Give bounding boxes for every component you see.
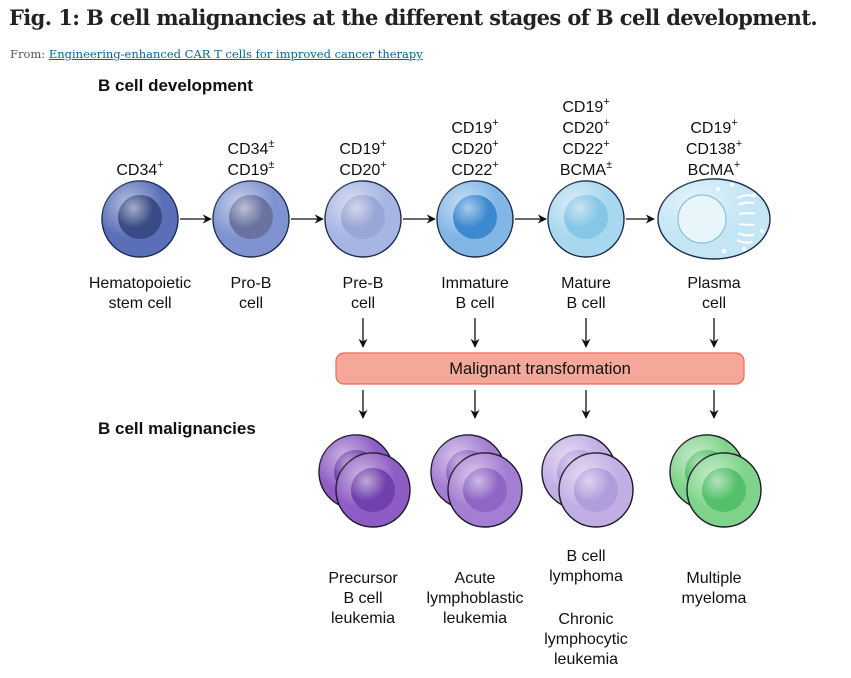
marker-sign: + bbox=[492, 117, 498, 129]
stage-6: CD19+CD138+BCMA+ Plasma cell bbox=[657, 117, 771, 312]
er-stripe bbox=[736, 194, 753, 199]
stage-marker: CD22+ bbox=[562, 138, 609, 158]
stage-marker: CD34± bbox=[228, 138, 275, 158]
nucleus-highlight bbox=[564, 195, 608, 239]
stage-name-line: cell bbox=[239, 295, 263, 312]
malignancy-name-line: lymphocytic bbox=[544, 631, 628, 648]
stage-name-line: Plasma bbox=[687, 275, 740, 292]
stage-name-line: Mature bbox=[561, 275, 611, 292]
stage-marker: CD19+ bbox=[562, 96, 609, 116]
malignancy-4: Multiple myeloma bbox=[669, 434, 762, 607]
marker-sign: ± bbox=[268, 138, 274, 150]
marker-sign: + bbox=[736, 138, 742, 150]
source-line: From: Engineering-enhanced CAR T cells f… bbox=[10, 47, 423, 61]
marker-sign: + bbox=[492, 159, 498, 171]
marker-sign: ± bbox=[268, 159, 274, 171]
nucleus-highlight bbox=[341, 195, 385, 239]
from-label: From: bbox=[10, 47, 46, 61]
nucleus-highlight bbox=[463, 468, 507, 512]
malignancy-cells: Precursor B cell leukemia Acute lymphoblasti… bbox=[318, 434, 762, 668]
stage-2: CD34±CD19± Pro-B cell bbox=[212, 138, 290, 312]
marker-sign: + bbox=[380, 138, 386, 150]
marker-sign: + bbox=[380, 159, 386, 171]
malignant-transformation-label: Malignant transformation bbox=[449, 360, 631, 378]
nucleus-highlight bbox=[229, 195, 273, 239]
er-stripe bbox=[738, 201, 755, 206]
stage-4: CD19+CD20+CD22+ Immature B cell bbox=[436, 117, 514, 312]
stage-marker: CD19+ bbox=[339, 138, 386, 158]
nucleus-highlight bbox=[118, 195, 162, 239]
malignancy-name-line: leukemia bbox=[331, 610, 395, 627]
stage-marker: CD20+ bbox=[451, 138, 498, 158]
malignancy-name-line: leukemia bbox=[443, 610, 507, 627]
marker-sign: + bbox=[734, 159, 740, 171]
stage-marker: BCMA+ bbox=[688, 159, 741, 179]
stage-name-line: Hematopoietic bbox=[89, 275, 191, 292]
malignancy-name-line: myeloma bbox=[682, 590, 747, 607]
marker-sign: + bbox=[603, 117, 609, 129]
stage-name-line: Pro-B bbox=[231, 275, 272, 292]
stage-marker: CD19± bbox=[228, 159, 275, 179]
er-stripe bbox=[738, 232, 755, 237]
malignancy-name-line: lymphoblastic bbox=[427, 590, 524, 607]
malignancy-2: Acute lymphoblastic leukemia bbox=[427, 434, 524, 627]
stage-marker: CD34+ bbox=[116, 159, 163, 179]
er-stripe bbox=[736, 239, 753, 244]
stage-name-line: stem cell bbox=[108, 295, 171, 312]
marker-sign: + bbox=[603, 96, 609, 108]
stage-marker: CD19+ bbox=[690, 117, 737, 137]
stage-name-line: Immature bbox=[441, 275, 509, 292]
marker-sign: + bbox=[492, 138, 498, 150]
nucleus-highlight bbox=[574, 468, 618, 512]
stage-3: CD19+CD20+ Pre-B cell bbox=[324, 138, 402, 312]
nucleus-highlight bbox=[702, 468, 746, 512]
vesicle bbox=[751, 192, 757, 198]
stage-name-line: B cell bbox=[566, 295, 605, 312]
source-article-link[interactable]: Engineering-enhanced CAR T cells for imp… bbox=[48, 47, 423, 61]
stage-marker: CD20+ bbox=[562, 117, 609, 137]
stage-marker: CD20+ bbox=[339, 159, 386, 179]
malignancy-name-line: B cell bbox=[566, 548, 605, 565]
er-stripe bbox=[738, 212, 755, 215]
section-title-malignancies: B cell malignancies bbox=[98, 419, 256, 438]
stage-marker: CD138+ bbox=[686, 138, 742, 158]
vesicle bbox=[729, 182, 735, 188]
malignancy-name-line: Precursor bbox=[328, 570, 398, 587]
malignancy-name-line: B cell bbox=[343, 590, 382, 607]
malignancy-name-line: Multiple bbox=[686, 570, 741, 587]
marker-sign: ± bbox=[606, 159, 612, 171]
vesicle bbox=[759, 228, 765, 234]
vesicle bbox=[721, 248, 727, 254]
malignant-transformation-box bbox=[335, 352, 745, 385]
stage-5: CD19+CD20+CD22+BCMA± Mature B cell bbox=[547, 96, 625, 312]
cell-nucleus bbox=[677, 194, 727, 244]
nucleus-highlight bbox=[453, 195, 497, 239]
development-stages: CD34+ Hematopoietic stem cell CD34±CD19± Pro… bbox=[89, 96, 771, 312]
stage-marker: BCMA± bbox=[560, 159, 612, 179]
stage-marker: CD19+ bbox=[451, 117, 498, 137]
stage-name-line: cell bbox=[702, 295, 726, 312]
malignancy-name-line: Chronic bbox=[558, 611, 613, 628]
vesicle bbox=[715, 186, 721, 192]
malignancy-name-line: leukemia bbox=[554, 651, 618, 668]
transformation-arrows bbox=[358, 318, 719, 419]
marker-sign: + bbox=[157, 159, 163, 171]
vesicle bbox=[741, 246, 747, 252]
stage-name-line: B cell bbox=[455, 295, 494, 312]
stage-1: CD34+ Hematopoietic stem cell bbox=[89, 159, 191, 312]
stage-name-line: Pre-B bbox=[343, 275, 384, 292]
marker-sign: + bbox=[731, 117, 737, 129]
malignancy-name-line: lymphoma bbox=[549, 568, 623, 585]
page-title: Fig. 1: B cell malignancies at the diffe… bbox=[9, 5, 818, 30]
er-stripe bbox=[738, 223, 755, 226]
malignancy-name-line: Acute bbox=[455, 570, 496, 587]
malignancy-1: Precursor B cell leukemia bbox=[318, 434, 411, 627]
nucleus-highlight bbox=[351, 468, 395, 512]
section-title-development: B cell development bbox=[98, 76, 253, 95]
stage-name-line: cell bbox=[351, 295, 375, 312]
marker-sign: + bbox=[603, 138, 609, 150]
stage-marker: CD22+ bbox=[451, 159, 498, 179]
